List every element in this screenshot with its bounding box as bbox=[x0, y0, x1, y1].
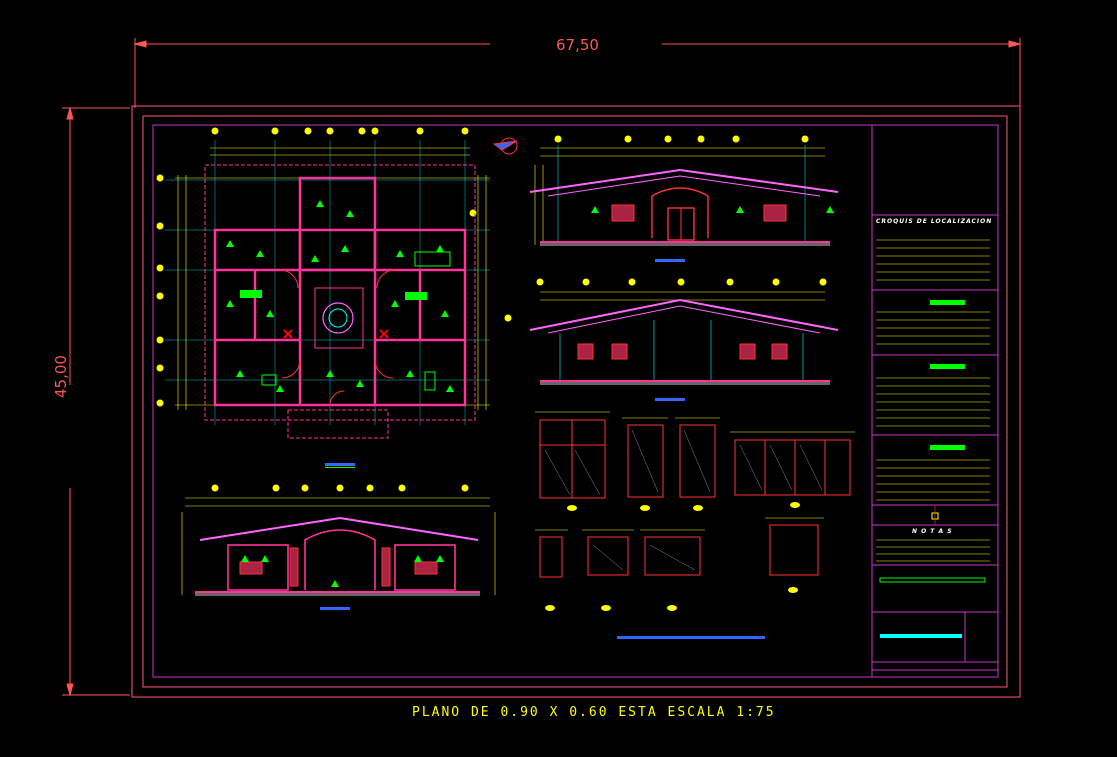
sheet-inner-border bbox=[142, 115, 1008, 688]
building-section bbox=[181, 484, 496, 610]
central-fountain bbox=[314, 287, 364, 349]
overall-width-dimension: 67,50 bbox=[556, 36, 599, 54]
side-elevation bbox=[529, 278, 839, 401]
sheet-outer-border bbox=[131, 105, 1021, 698]
north-arrow-icon bbox=[492, 137, 518, 155]
floor-plan bbox=[156, 127, 518, 468]
door-window-details bbox=[539, 419, 851, 578]
title-block-frame bbox=[871, 124, 999, 678]
title-block-heading: CROQUIS DE LOCALIZACION bbox=[876, 218, 993, 225]
title-block-notes-heading: N O T A S bbox=[912, 528, 953, 535]
front-elevation bbox=[529, 135, 839, 262]
overall-dimension-lines bbox=[62, 38, 1022, 697]
sheet-scale-caption: PLANO DE 0.90 X 0.60 ESTA ESCALA 1:75 bbox=[412, 705, 776, 720]
details-label-bar bbox=[617, 636, 765, 639]
